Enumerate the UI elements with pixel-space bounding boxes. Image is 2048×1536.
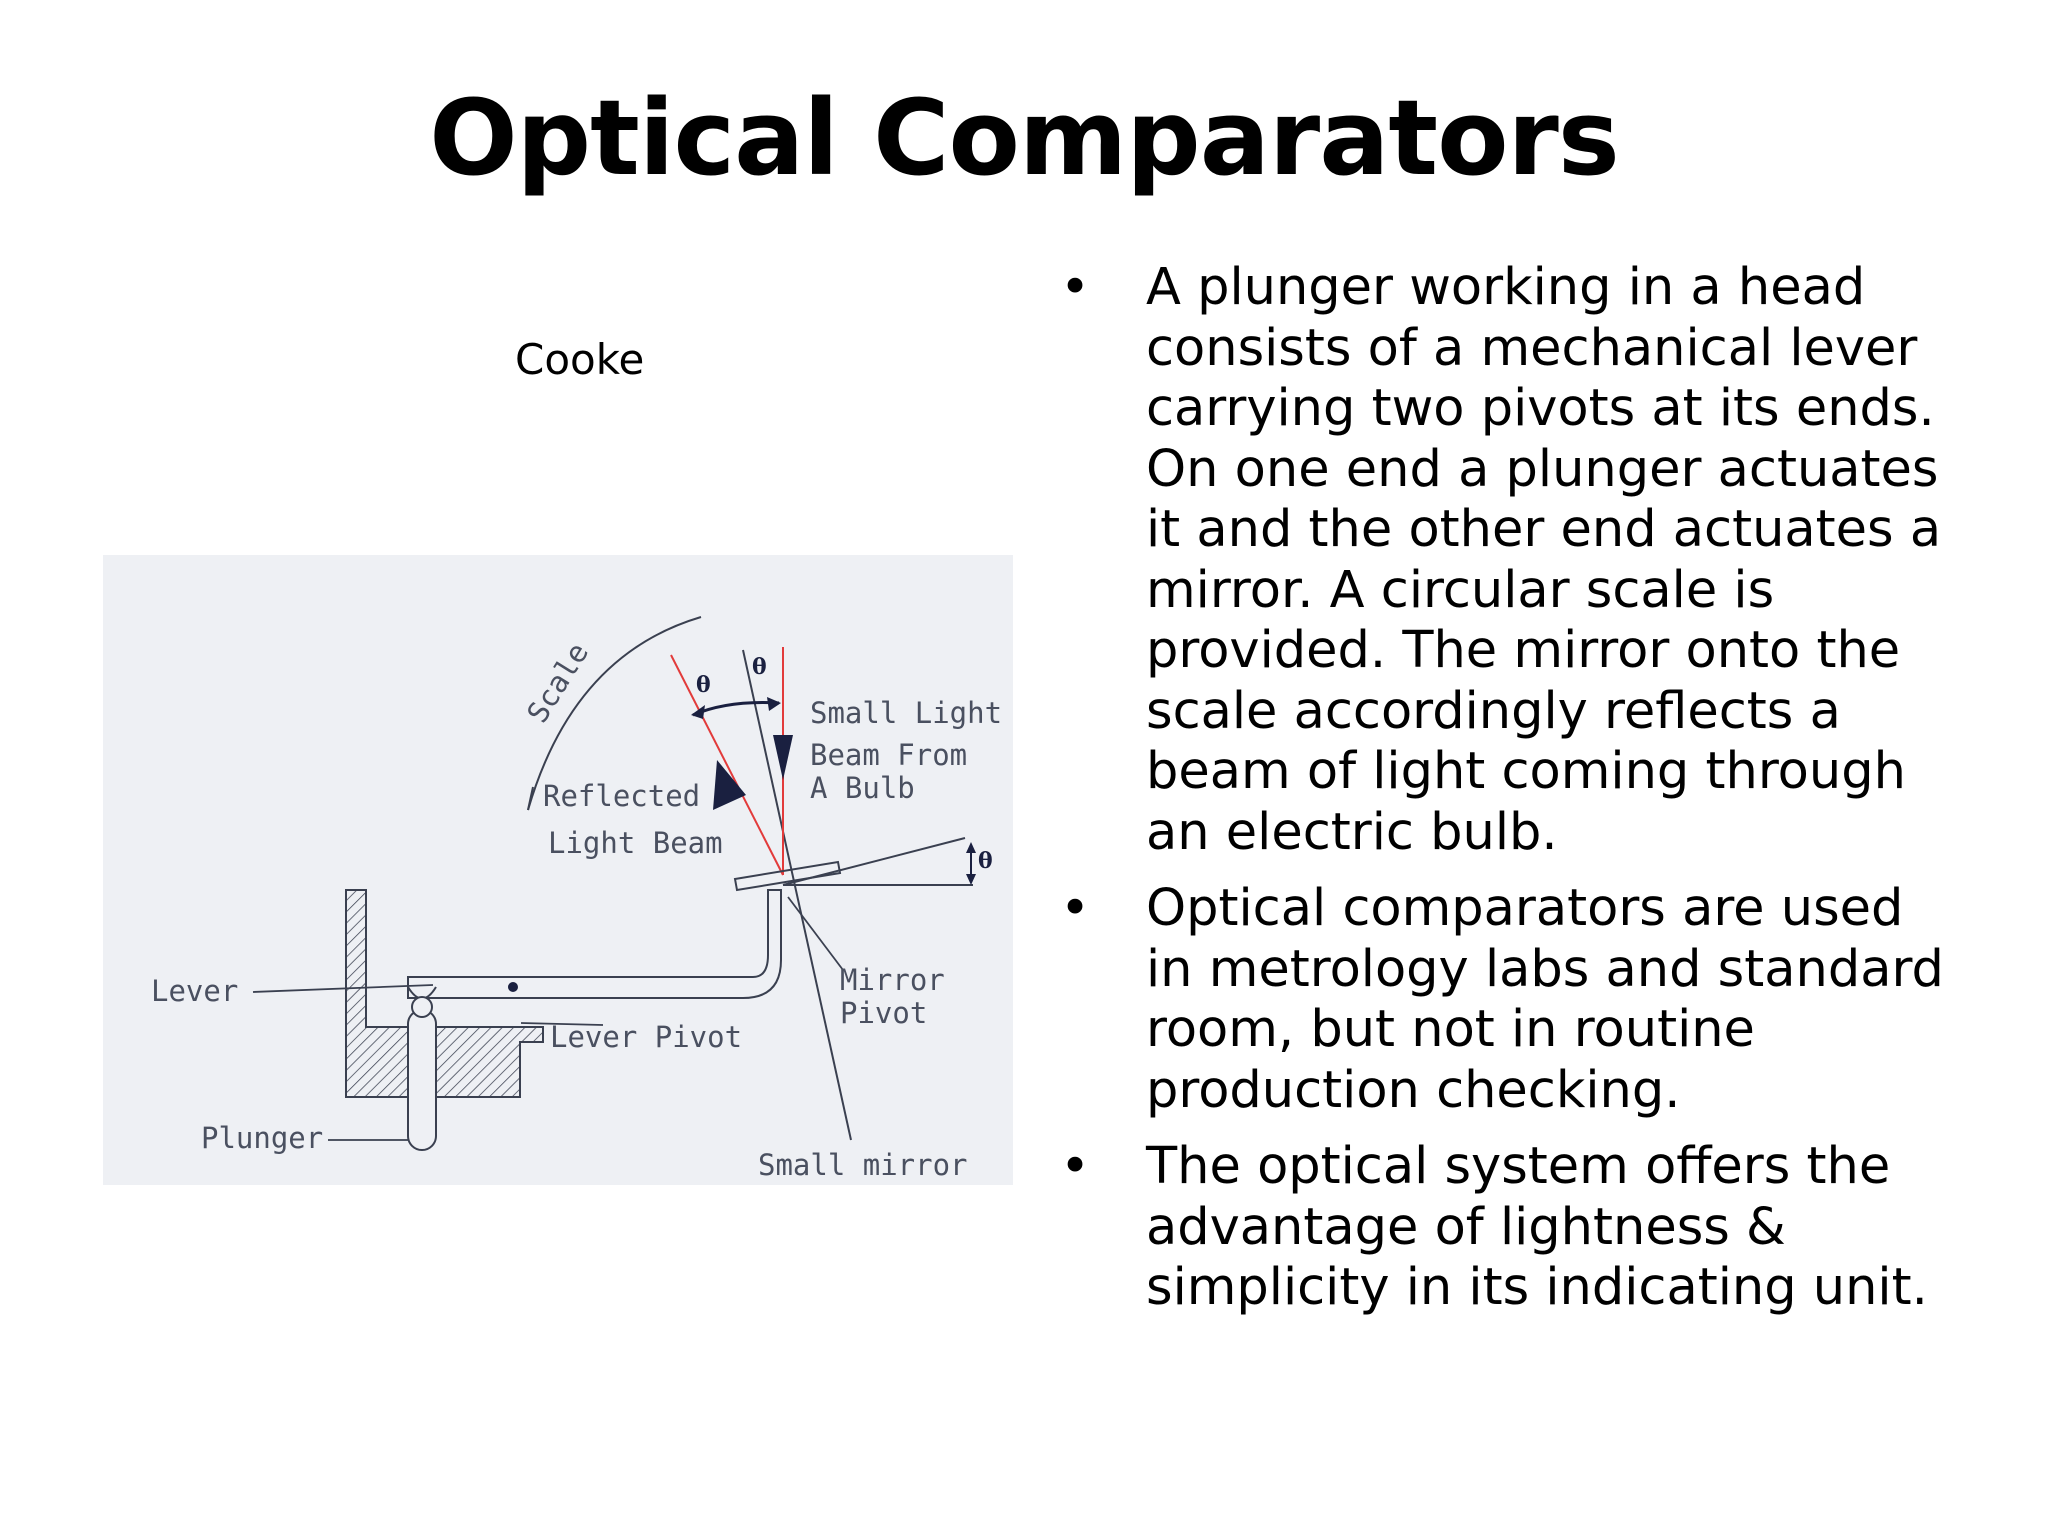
bullet-dot: • bbox=[1060, 1137, 1091, 1196]
slide-title: Optical Comparators bbox=[429, 77, 1620, 199]
lever-bar bbox=[407, 889, 782, 999]
plunger-label: Plunger bbox=[201, 1121, 323, 1155]
lever-leader bbox=[252, 984, 434, 993]
bullet-item: • A plunger working in a head consists o… bbox=[1060, 258, 1960, 863]
bullet-item: • The optical system offers the advantag… bbox=[1060, 1137, 1960, 1319]
mirror-pivot-leader bbox=[787, 896, 844, 971]
figure-caption: Cooke bbox=[515, 335, 645, 384]
bullet-dot: • bbox=[1060, 879, 1091, 938]
scale-label: Scale bbox=[520, 637, 595, 729]
reflected-arrow bbox=[713, 760, 746, 810]
theta-side: θ bbox=[978, 848, 993, 874]
reflected-label-tick bbox=[527, 786, 534, 811]
small-light-label: Small Light bbox=[810, 696, 1002, 730]
plunger-tip bbox=[411, 996, 433, 1018]
head-body bbox=[345, 889, 544, 1098]
lever-label: Lever bbox=[151, 974, 238, 1008]
angle-arrowhead-right bbox=[767, 697, 781, 711]
bullet-text: Optical comparators are used in metrolog… bbox=[1146, 879, 1944, 1120]
lever-pivot-dot bbox=[508, 982, 518, 992]
mirror-plate bbox=[733, 860, 842, 892]
plunger-body bbox=[407, 1009, 437, 1151]
a-bulb-label: A Bulb bbox=[810, 771, 915, 805]
pivot-label: Pivot bbox=[840, 996, 927, 1030]
beam-from-label: Beam From bbox=[810, 738, 967, 772]
bullet-text: A plunger working in a head consists of … bbox=[1146, 258, 1942, 862]
lever-pivot-label: Lever Pivot bbox=[550, 1020, 742, 1054]
tilt-line-inclined bbox=[782, 837, 966, 886]
comparator-diagram: Scale θ θ Small Light Beam From A Bulb bbox=[103, 555, 1013, 1185]
reflected-label: Reflected bbox=[543, 779, 700, 813]
scale-arc bbox=[527, 616, 702, 811]
reflected-ray bbox=[670, 654, 784, 876]
incident-arrow bbox=[773, 735, 793, 780]
tilt-arrow-bottom bbox=[966, 874, 976, 885]
angle-arc bbox=[692, 701, 780, 717]
tilt-arrow-top bbox=[966, 842, 976, 853]
bullet-text: The optical system offers the advantage … bbox=[1146, 1137, 1928, 1317]
mirror-label: Mirror bbox=[840, 963, 945, 997]
bullet-dot: • bbox=[1060, 258, 1091, 317]
small-mirror-label: Small mirror bbox=[758, 1148, 968, 1182]
angle-arrowhead-left bbox=[691, 705, 705, 719]
theta-left: θ bbox=[696, 672, 711, 698]
theta-right: θ bbox=[752, 654, 767, 680]
diagram-svg: Scale θ θ Small Light Beam From A Bulb bbox=[151, 616, 1002, 1182]
lever-pivot-leader bbox=[520, 1022, 604, 1026]
bullet-list: • A plunger working in a head consists o… bbox=[1060, 258, 1960, 1335]
bullet-item: • Optical comparators are used in metrol… bbox=[1060, 879, 1960, 1121]
normal-line bbox=[742, 649, 852, 1141]
light-beam-label: Light Beam bbox=[548, 826, 723, 860]
